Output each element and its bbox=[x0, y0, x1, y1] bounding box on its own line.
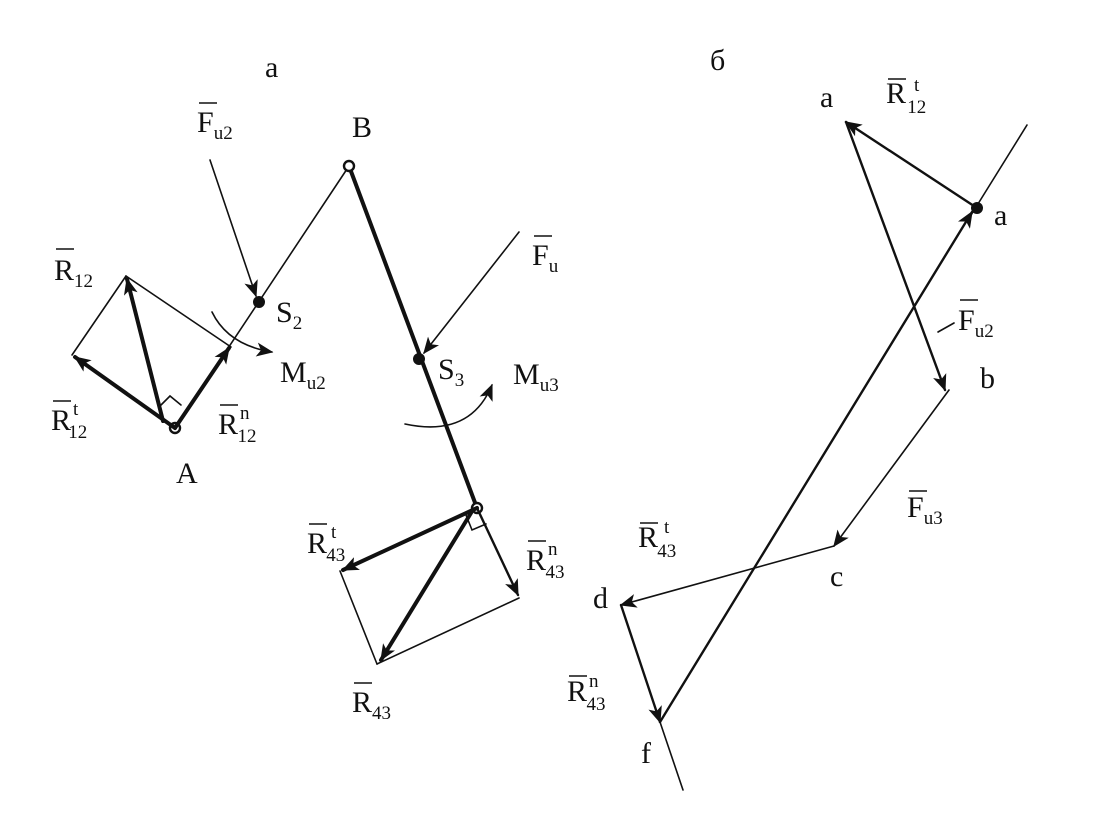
label-Fu2: Fu2 bbox=[197, 102, 233, 144]
link-3 bbox=[347, 164, 479, 510]
label-point-f: f bbox=[641, 737, 651, 770]
moment-Mu2-arrow bbox=[211, 311, 274, 357]
center-S2 bbox=[253, 296, 265, 308]
force-Fu-arrow bbox=[423, 231, 520, 355]
leader-Fu2 bbox=[937, 322, 955, 333]
svg-text:Fu2: Fu2 bbox=[958, 304, 994, 342]
vector-R43n bbox=[475, 506, 520, 597]
svg-text:Fu2: Fu2 bbox=[197, 106, 233, 144]
label-point-c: c bbox=[830, 560, 843, 593]
vector-R12t bbox=[73, 355, 177, 430]
label-Mu3: Mu3 bbox=[513, 358, 559, 396]
label-S3: S3 bbox=[438, 353, 464, 391]
label-poly-Fu2: Fu2 bbox=[958, 299, 994, 342]
label-R12: R12 bbox=[54, 248, 93, 292]
vector-R12n bbox=[173, 346, 231, 430]
center-S3 bbox=[413, 353, 425, 365]
panel-b-label: б bbox=[710, 44, 725, 77]
vector-R12-closing bbox=[658, 210, 974, 724]
joint-B bbox=[342, 159, 356, 173]
label-point-d: d bbox=[593, 582, 608, 615]
label-A: A bbox=[176, 457, 198, 490]
vector-R12 bbox=[123, 277, 165, 423]
panel-a-label: а bbox=[265, 51, 278, 84]
vector-R43t bbox=[341, 506, 479, 572]
label-Fu: Fu bbox=[532, 235, 559, 277]
force-Fu2-arrow bbox=[209, 159, 258, 298]
reaction-R43-parallelogram bbox=[339, 506, 520, 665]
svg-text:Fu3: Fu3 bbox=[907, 491, 943, 529]
label-point-a: a bbox=[994, 199, 1007, 232]
label-S2: S2 bbox=[276, 296, 302, 334]
vector-Fu2-polygon bbox=[844, 120, 947, 392]
label-point-a-top: a bbox=[820, 81, 833, 114]
label-R43: R43 bbox=[352, 682, 391, 724]
label-point-b: b bbox=[980, 362, 995, 395]
panel-a-mechanism: а B A S2 S3 Fu2 Fu Mu2 Mu3 bbox=[51, 51, 565, 724]
svg-text:R12: R12 bbox=[54, 254, 93, 292]
moment-Mu3-arrow bbox=[404, 383, 493, 428]
vector-Fu3-polygon bbox=[833, 389, 950, 548]
vector-R43 bbox=[379, 511, 473, 662]
svg-text:Fu: Fu bbox=[532, 239, 559, 277]
vector-R43n-polygon bbox=[619, 603, 662, 724]
label-Mu2: Mu2 bbox=[280, 356, 326, 394]
label-B: B bbox=[352, 111, 372, 144]
vector-R12t-polygon bbox=[844, 120, 979, 210]
svg-text:R43: R43 bbox=[352, 686, 391, 724]
reaction-R12-parallelogram bbox=[71, 275, 232, 430]
reference-line-bottom bbox=[659, 721, 684, 791]
vector-R43t-polygon bbox=[619, 545, 835, 608]
label-poly-Fu3: Fu3 bbox=[907, 490, 943, 529]
